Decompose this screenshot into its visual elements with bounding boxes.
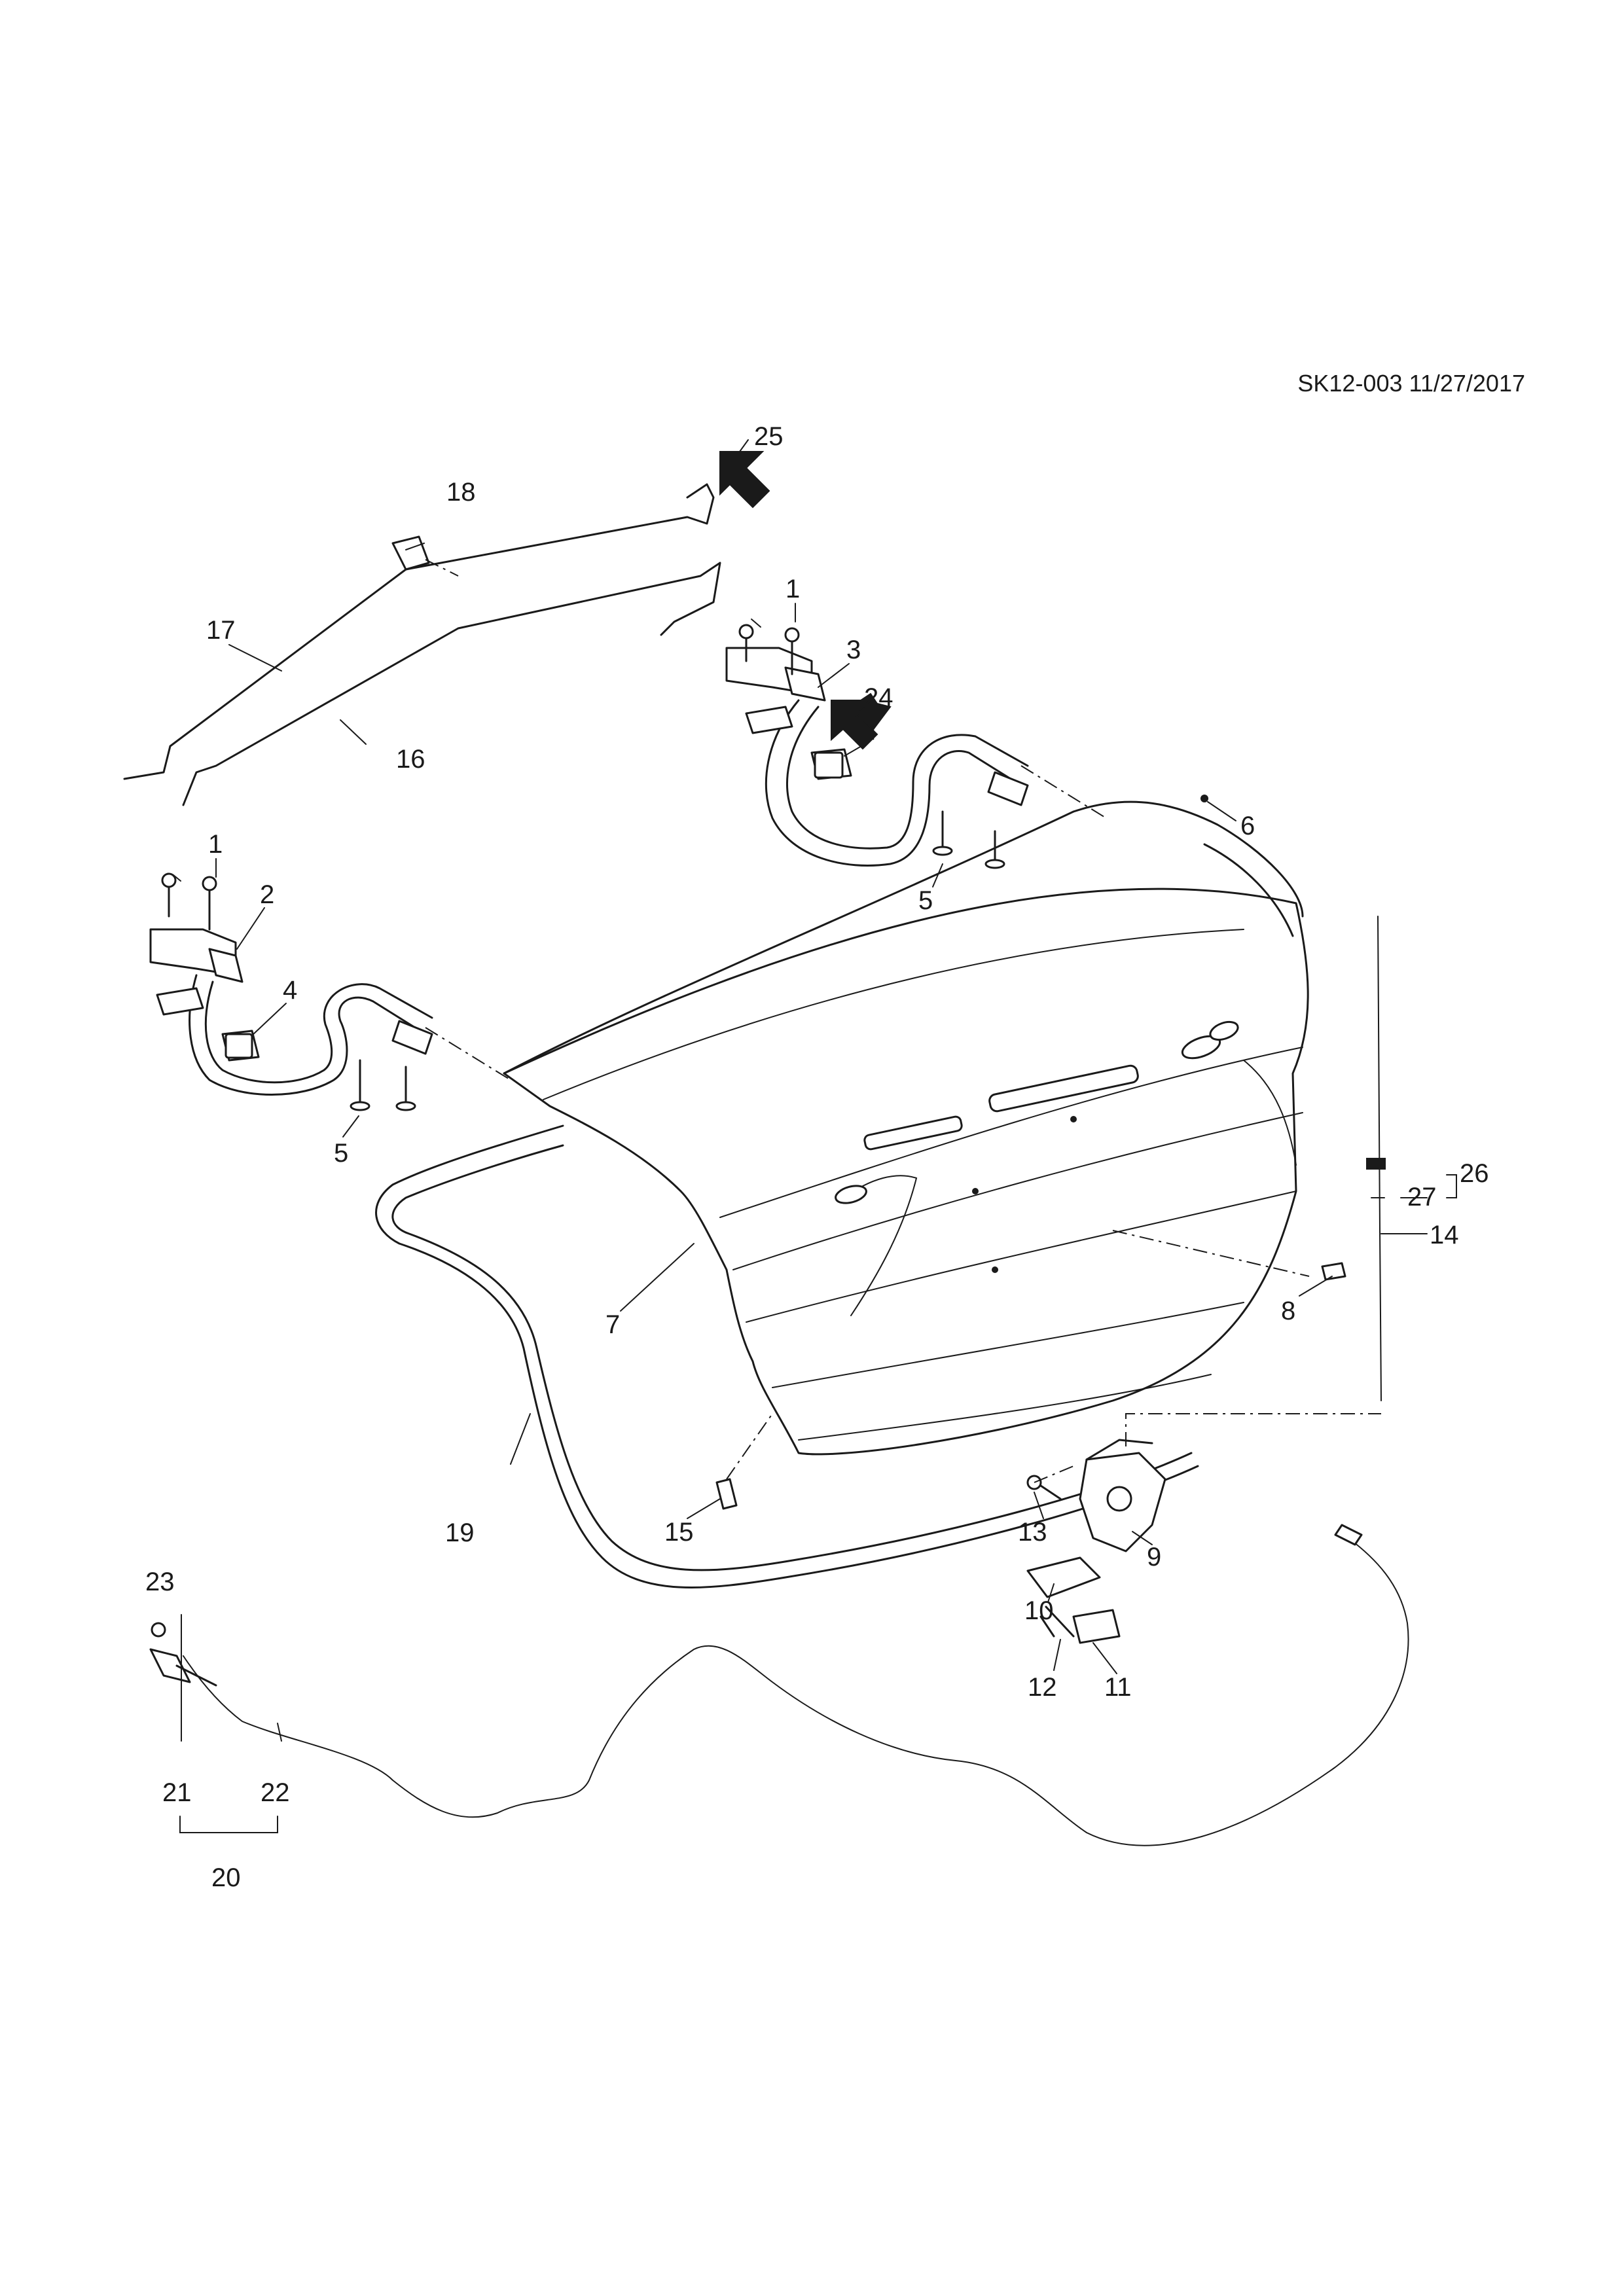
callout-8: 8 (1281, 1297, 1295, 1325)
callout-4-right: 4 (863, 717, 877, 745)
fasteners-and-bumpers (161, 624, 1386, 1510)
callout-24: 24 (864, 683, 893, 712)
callout-9: 9 (1147, 1543, 1161, 1571)
callout-12: 12 (1028, 1673, 1057, 1702)
callout-4-left: 4 (283, 976, 297, 1005)
callout-labels: 1 1 2 3 4 4 5 5 6 7 8 9 10 11 12 13 14 1… (145, 422, 1489, 1892)
trunk-lid-panel (503, 800, 1309, 1456)
callout-11: 11 (1104, 1673, 1132, 1702)
trunk-hinge-right (725, 647, 1029, 867)
trunk-release-cable (149, 1524, 1409, 1846)
leader-lines (173, 439, 1457, 1833)
callout-17: 17 (206, 616, 236, 645)
callout-27: 27 (1407, 1183, 1437, 1211)
callout-21: 21 (162, 1778, 192, 1807)
callout-15: 15 (664, 1518, 694, 1547)
callout-26: 26 (1460, 1159, 1489, 1188)
direction-arrow-24 (831, 700, 878, 750)
trunk-weatherstrip (375, 1124, 1199, 1588)
callout-10: 10 (1024, 1596, 1054, 1625)
callout-18: 18 (446, 478, 476, 507)
callout-5-right: 5 (918, 886, 933, 915)
trunk-latch-assembly (1026, 1439, 1166, 1644)
alignment-lines (425, 765, 1381, 1483)
callout-2: 2 (260, 880, 274, 909)
callout-1-right: 1 (785, 575, 800, 603)
callout-3: 3 (846, 636, 861, 664)
direction-arrow-25 (719, 451, 770, 509)
callout-1-left: 1 (208, 830, 223, 859)
callout-5-left: 5 (334, 1139, 348, 1168)
trunk-hinge-left (149, 928, 433, 1096)
callout-6: 6 (1240, 812, 1255, 840)
callout-23: 23 (145, 1568, 175, 1596)
callout-13: 13 (1018, 1518, 1047, 1547)
callout-22: 22 (261, 1778, 290, 1807)
callout-19: 19 (445, 1518, 475, 1547)
torsion-rods (123, 483, 721, 806)
callout-14: 14 (1430, 1221, 1459, 1249)
callout-20: 20 (211, 1863, 241, 1892)
callout-16: 16 (396, 745, 425, 774)
callout-25: 25 (754, 422, 784, 451)
callout-7: 7 (605, 1310, 620, 1339)
document-id: SK12-003 11/27/2017 (1297, 370, 1525, 397)
